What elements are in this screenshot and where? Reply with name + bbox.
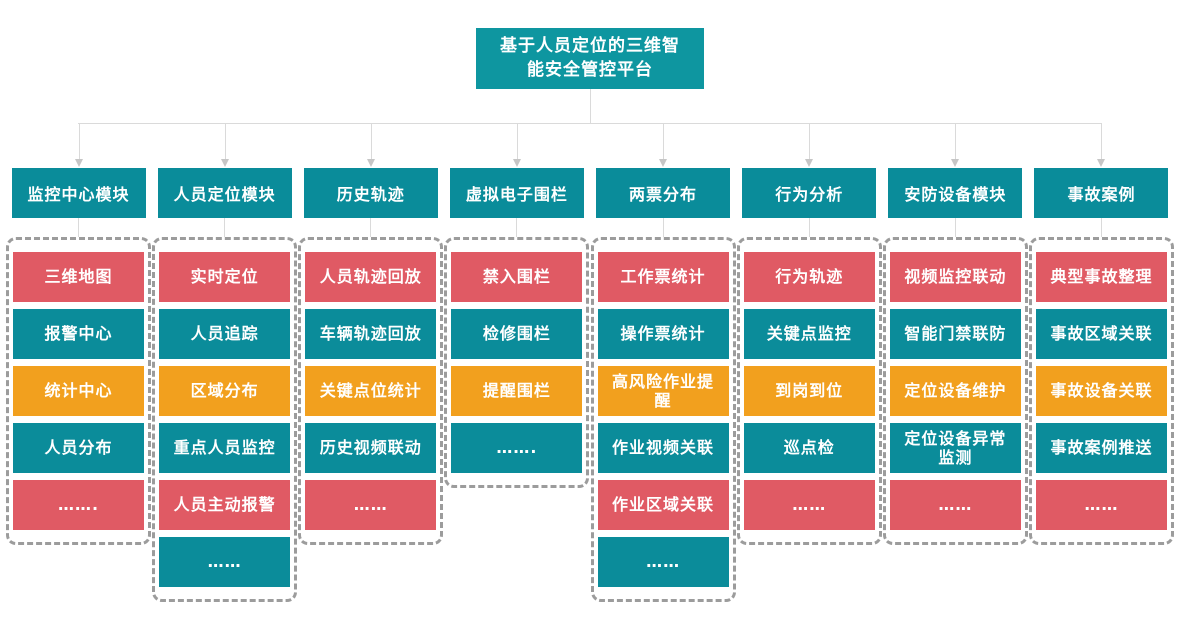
feature-item: 人员追踪 xyxy=(159,309,291,359)
module-items-group: 禁入围栏检修围栏提醒围栏 ……. xyxy=(444,237,590,488)
feature-item: …… xyxy=(597,537,729,587)
arrow-down-icon xyxy=(366,159,375,167)
connector-drop-line xyxy=(663,123,665,160)
module-column: 人员定位模块 实时定位人员追踪区域分布重点人员监控人员主动报警 …… xyxy=(152,123,298,602)
feature-item: 事故区域关联 xyxy=(1035,309,1167,359)
module-items-group: 工作票统计操作票统计高风险作业提 醒作业视频关联作业区域关联 …… xyxy=(590,237,736,602)
module-header: 虚拟电子围栏 xyxy=(449,168,584,218)
feature-item: 人员分布 xyxy=(13,423,144,473)
feature-item: 高风险作业提 醒 xyxy=(597,366,729,416)
module-column: 监控中心模块 三维地图报警中心统计中心人员分布 ……. xyxy=(6,123,151,545)
connector-drop-line xyxy=(809,123,811,160)
module-columns: 监控中心模块 三维地图报警中心统计中心人员分布……. 人员定位模块 实时定位人员… xyxy=(6,123,1174,602)
module-column: 事故案例 典型事故整理事故区域关联事故设备关联事故案例推送 …… xyxy=(1028,123,1174,545)
module-header: 安防设备模块 xyxy=(888,168,1023,218)
connector-header-line xyxy=(224,218,226,237)
arrow-down-icon xyxy=(951,159,960,167)
connector-drop-line xyxy=(370,123,372,160)
feature-item: 历史视频联动 xyxy=(305,423,437,473)
module-header: 监控中心模块 xyxy=(11,168,146,218)
module-column: 历史轨迹 人员轨迹回放车辆轨迹回放关键点位统计历史视频联动 …… xyxy=(298,123,444,545)
arrow-down-icon xyxy=(512,159,521,167)
module-items-group: 人员轨迹回放车辆轨迹回放关键点位统计历史视频联动 …… xyxy=(298,237,444,545)
root-title-line1: 基于人员定位的三维智 xyxy=(500,35,680,56)
feature-item: 检修围栏 xyxy=(451,309,583,359)
feature-item: 关键点监控 xyxy=(743,309,875,359)
module-items-group: 实时定位人员追踪区域分布重点人员监控人员主动报警 …… xyxy=(152,237,298,602)
module-column: 虚拟电子围栏 禁入围栏检修围栏提醒围栏 ……. xyxy=(444,123,590,488)
connector-header-line xyxy=(78,218,79,237)
feature-item: ……. xyxy=(13,480,144,530)
module-items-group: 视频监控联动智能门禁联防定位设备维护定位设备异常 监测 …… xyxy=(882,237,1028,545)
feature-item: 事故案例推送 xyxy=(1035,423,1167,473)
feature-item: 车辆轨迹回放 xyxy=(305,309,437,359)
feature-item: 巡点检 xyxy=(743,423,875,473)
arrow-down-icon xyxy=(1097,159,1106,167)
feature-item: 工作票统计 xyxy=(597,252,729,302)
arrow-down-icon xyxy=(74,159,83,167)
connector-drop-line xyxy=(224,123,226,160)
module-header: 历史轨迹 xyxy=(303,168,438,218)
feature-item: 行为轨迹 xyxy=(743,252,875,302)
feature-item: 定位设备维护 xyxy=(889,366,1021,416)
feature-item: ……. xyxy=(451,423,583,473)
feature-item: 提醒围栏 xyxy=(451,366,583,416)
feature-item: 视频监控联动 xyxy=(889,252,1021,302)
feature-item: 统计中心 xyxy=(13,366,144,416)
feature-item: 区域分布 xyxy=(159,366,291,416)
module-column: 安防设备模块 视频监控联动智能门禁联防定位设备维护定位设备异常 监测 …… xyxy=(882,123,1028,545)
feature-item: 三维地图 xyxy=(13,252,144,302)
connector-header-line xyxy=(954,218,956,237)
feature-item: 作业区域关联 xyxy=(597,480,729,530)
connector-drop-line xyxy=(1101,123,1103,160)
connector-header-line xyxy=(516,218,518,237)
module-items-group: 典型事故整理事故区域关联事故设备关联事故案例推送 …… xyxy=(1028,237,1174,545)
module-items-group: 行为轨迹关键点监控到岗到位巡点检 …… xyxy=(736,237,882,545)
feature-item: 重点人员监控 xyxy=(159,423,291,473)
feature-item: …… xyxy=(743,480,875,530)
connector-horizontal-rail xyxy=(78,123,1102,124)
feature-item: 到岗到位 xyxy=(743,366,875,416)
feature-item: 人员轨迹回放 xyxy=(305,252,437,302)
module-header: 两票分布 xyxy=(596,168,731,218)
connector-drop-line xyxy=(955,123,957,160)
connector-header-line xyxy=(662,218,664,237)
feature-item: 典型事故整理 xyxy=(1035,252,1167,302)
connector-drop-line xyxy=(516,123,518,160)
feature-item: 禁入围栏 xyxy=(451,252,583,302)
feature-item: …… xyxy=(305,480,437,530)
module-header: 事故案例 xyxy=(1034,168,1169,218)
feature-item: 定位设备异常 监测 xyxy=(889,423,1021,473)
module-header: 行为分析 xyxy=(742,168,877,218)
feature-item: …… xyxy=(159,537,291,587)
feature-item: 关键点位统计 xyxy=(305,366,437,416)
feature-item: 实时定位 xyxy=(159,252,291,302)
connector-root-drop xyxy=(590,89,591,124)
connector-header-line xyxy=(370,218,372,237)
connector-header-line xyxy=(1100,218,1102,237)
module-column: 行为分析 行为轨迹关键点监控到岗到位巡点检 …… xyxy=(736,123,882,545)
arrow-down-icon xyxy=(659,159,668,167)
arrow-down-icon xyxy=(805,159,814,167)
feature-item: 人员主动报警 xyxy=(159,480,291,530)
module-items-group: 三维地图报警中心统计中心人员分布 ……. xyxy=(6,237,151,545)
feature-item: …… xyxy=(1035,480,1167,530)
feature-item: 智能门禁联防 xyxy=(889,309,1021,359)
root-title-line2: 能安全管控平台 xyxy=(527,59,653,80)
module-column: 两票分布 工作票统计操作票统计高风险作业提 醒作业视频关联作业区域关联 …… xyxy=(590,123,736,602)
feature-item: 事故设备关联 xyxy=(1035,366,1167,416)
arrow-down-icon xyxy=(220,159,229,167)
connector-drop-line xyxy=(78,123,80,160)
connector-header-line xyxy=(808,218,810,237)
root-node: 基于人员定位的三维智 能安全管控平台 xyxy=(476,28,704,89)
feature-item: 作业视频关联 xyxy=(597,423,729,473)
module-header: 人员定位模块 xyxy=(157,168,292,218)
feature-item: 报警中心 xyxy=(13,309,144,359)
feature-item: 操作票统计 xyxy=(597,309,729,359)
feature-item: …… xyxy=(889,480,1021,530)
